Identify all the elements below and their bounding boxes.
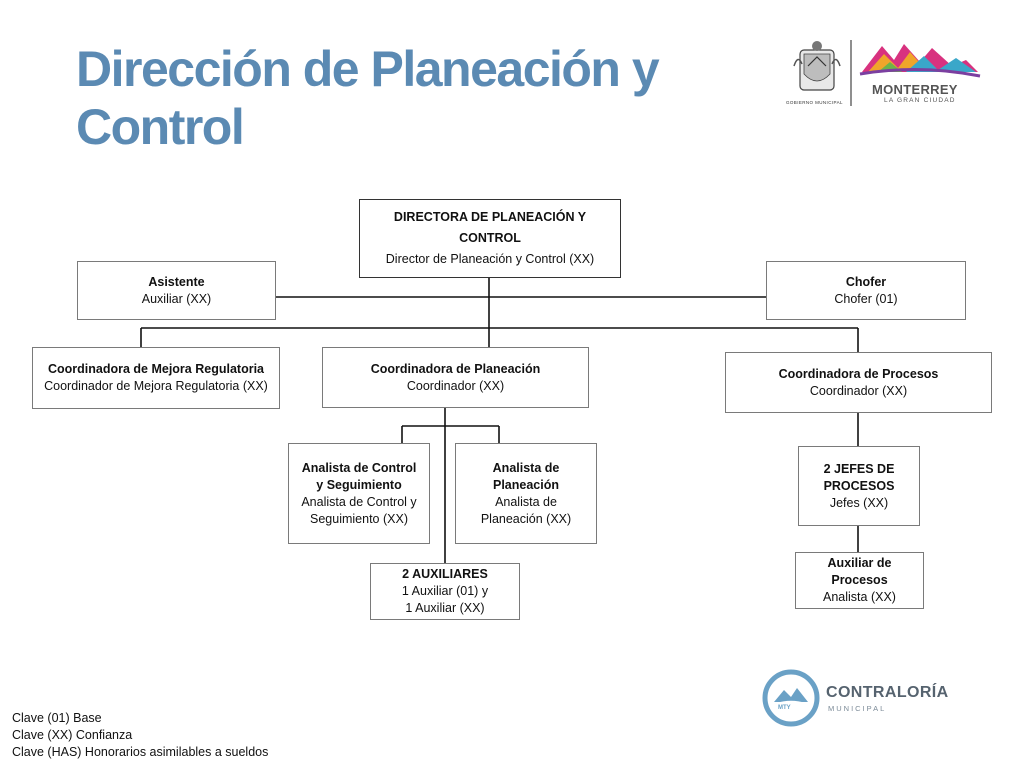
mejora-regulatoria-box: Coordinadora de Mejora Regulatoria Coord…: [32, 347, 280, 409]
planeacion-title: Coordinadora de Planeación: [370, 361, 541, 376]
chofer-title: Chofer: [845, 274, 887, 289]
procesos-subtitle: Coordinador (XX): [809, 383, 908, 398]
monterrey-mountains-icon: [859, 44, 981, 78]
director-box: DIRECTORA DE PLANEACIÓN Y CONTROL Direct…: [359, 199, 621, 278]
contraloria-logo: [762, 669, 820, 727]
auxiliares-line1: 1 Auxiliar (01) y: [401, 584, 489, 598]
monterrey-label: MONTERREY: [872, 82, 958, 97]
director-subtitle: Director de Planeación y Control (XX): [385, 252, 595, 266]
jefes-subtitle: Jefes (XX): [829, 495, 889, 510]
aux-procesos-subtitle: Analista (XX): [823, 590, 896, 604]
auxiliares-box: 2 AUXILIARES 1 Auxiliar (01) y 1 Auxilia…: [370, 563, 520, 620]
mejora-subtitle: Coordinador de Mejora Regulatoria (XX): [44, 379, 268, 393]
analista-control-title: Analista de Control y Seguimiento: [301, 460, 417, 492]
procesos-box: Coordinadora de Procesos Coordinador (XX…: [725, 352, 992, 413]
planeacion-box: Coordinadora de Planeación Coordinador (…: [322, 347, 589, 408]
asistente-title: Asistente: [148, 274, 205, 289]
gobierno-monterrey-logo: [793, 40, 981, 106]
asistente-subtitle: Auxiliar (XX): [141, 291, 212, 306]
analista-planeacion-subtitle: Analista de Planeación (XX): [480, 494, 572, 526]
asistente-box: Asistente Auxiliar (XX): [77, 261, 276, 320]
monterrey-sub-label: LA GRAN CIUDAD: [884, 97, 956, 104]
mty-badge-label: MTY: [778, 705, 791, 711]
analista-planeacion-title: Analista de Planeación: [492, 460, 560, 492]
planeacion-subtitle: Coordinador (XX): [406, 378, 505, 393]
legend-item-base: Clave (01) Base: [12, 711, 102, 725]
contraloria-sub-label: MUNICIPAL: [828, 704, 887, 713]
analista-control-subtitle: Analista de Control y Seguimiento (XX): [301, 494, 417, 526]
page-title: Dirección de Planeación y Control: [76, 41, 660, 155]
contraloria-label: CONTRALORÍA: [826, 684, 949, 701]
director-title: DIRECTORA DE PLANEACIÓN Y CONTROL: [393, 210, 587, 245]
procesos-title: Coordinadora de Procesos: [778, 366, 939, 381]
gobierno-municipal-label: GOBIERNO MUNICIPAL: [786, 100, 843, 105]
chofer-subtitle: Chofer (01): [834, 291, 898, 306]
analista-planeacion-box: Analista de Planeación Analista de Plane…: [455, 443, 597, 544]
analista-control-box: Analista de Control y Seguimiento Analis…: [288, 443, 430, 544]
contraloria-badge-icon: [762, 669, 820, 727]
auxiliares-line2: 1 Auxiliar (XX): [405, 601, 485, 615]
chofer-box: Chofer Chofer (01): [766, 261, 966, 320]
aux-procesos-title: Auxiliar de Procesos: [827, 556, 892, 587]
auxiliares-title: 2 AUXILIARES: [402, 567, 488, 581]
legend: Clave (01) Base Clave (XX) Confianza Cla…: [12, 710, 268, 761]
jefes-procesos-box: 2 JEFES DE PROCESOS Jefes (XX): [798, 446, 920, 526]
legend-item-honorarios: Clave (HAS) Honorarios asimilables a sue…: [12, 745, 269, 759]
auxiliar-procesos-box: Auxiliar de Procesos Analista (XX): [795, 552, 924, 609]
coat-of-arms-icon: [793, 41, 841, 91]
jefes-title: 2 JEFES DE PROCESOS: [823, 461, 895, 493]
mejora-title: Coordinadora de Mejora Regulatoria: [47, 362, 264, 376]
legend-item-confianza: Clave (XX) Confianza: [12, 728, 133, 742]
